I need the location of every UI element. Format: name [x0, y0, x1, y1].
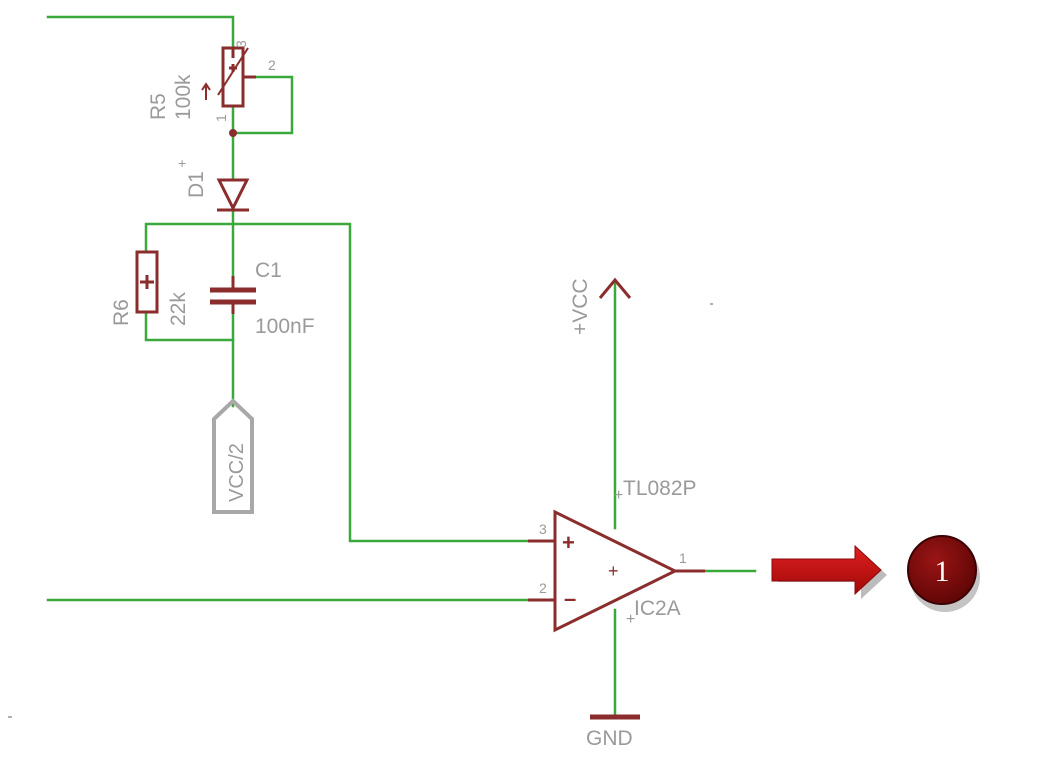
- opamp-pin2: 2: [539, 580, 547, 596]
- wire-r6-bottom: [144, 310, 235, 342]
- r6-ref: R6: [110, 299, 133, 326]
- wire-r6-top: [144, 222, 557, 543]
- vcc-supply-text: +VCC: [569, 278, 592, 335]
- opamp-center-mark: +: [608, 561, 619, 581]
- wire-wiper-loop: [231, 75, 294, 135]
- r5-value: 100k: [172, 74, 195, 120]
- opamp-part-origin: +: [614, 487, 623, 504]
- opamp-plus-sign: +: [562, 530, 575, 555]
- vcc-supply-symbol: [598, 277, 632, 299]
- potentiometer-r5: [201, 46, 256, 137]
- d1-ref: D1: [185, 171, 208, 198]
- opamp-pin3: 3: [539, 521, 547, 537]
- r5-pin3: 3: [233, 40, 249, 48]
- vcc-half-label: [212, 398, 254, 514]
- annotation-badge: [907, 535, 980, 612]
- capacitor-c1: [210, 276, 256, 314]
- annotation-arrow: [771, 544, 887, 599]
- opamp-ref: IC2A: [634, 597, 681, 620]
- opamp-pin1: 1: [679, 550, 687, 566]
- r5-ref: R5: [147, 93, 170, 120]
- gnd-text: GND: [586, 727, 633, 750]
- c1-ref: C1: [255, 259, 282, 282]
- opamp-part: TL082P: [623, 477, 697, 500]
- d1-plus-mark: +: [178, 155, 186, 171]
- opamp-minus-sign: –: [564, 586, 576, 611]
- diode-d1: [216, 178, 250, 212]
- opamp-ic2a: [528, 509, 705, 633]
- vcc-half-text: VCC/2: [226, 443, 248, 502]
- r5-pin1: 1: [213, 114, 229, 122]
- resistor-r6: [135, 250, 159, 314]
- r6-value: 22k: [167, 292, 190, 326]
- junction-dot: [229, 129, 237, 137]
- wire-top-input: [46, 15, 235, 50]
- r5-adjust-stroke: [217, 47, 249, 96]
- r5-pin2: 2: [268, 57, 276, 73]
- c1-value: 100nF: [255, 315, 315, 338]
- opamp-ref-origin: +: [626, 611, 635, 628]
- annotation-number: 1: [935, 555, 950, 588]
